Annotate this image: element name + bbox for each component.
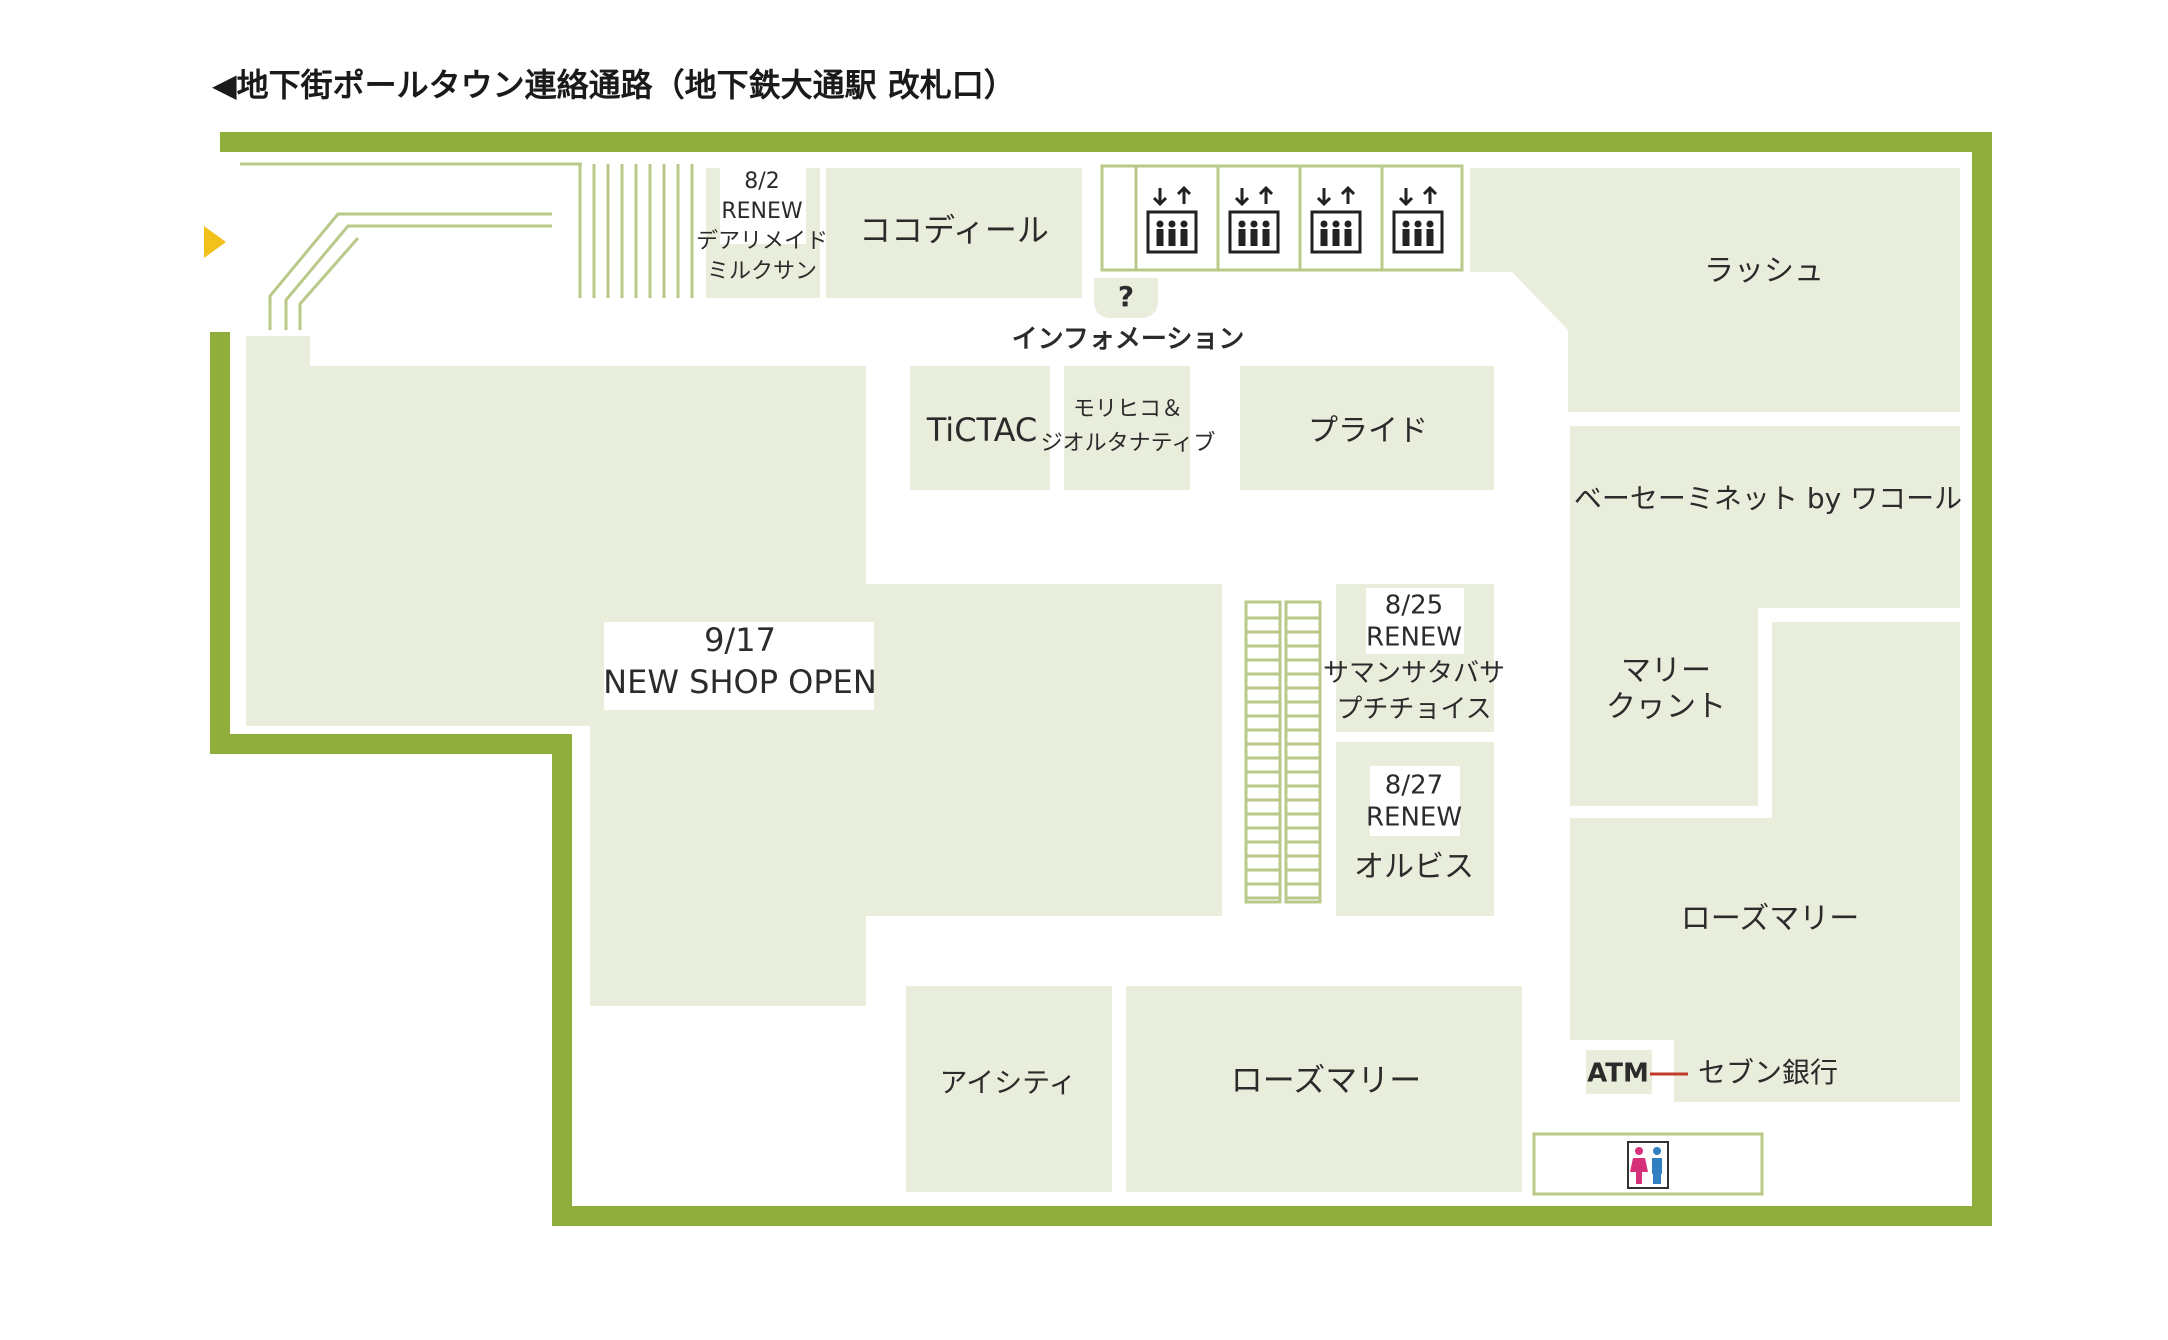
outer-wall <box>210 132 1992 1226</box>
shop-area-cocodeal[interactable] <box>826 168 1082 298</box>
tag-dearimade <box>720 168 806 244</box>
atm-area[interactable]: ATM セブン銀行 <box>1570 1040 1838 1102</box>
escalator <box>1244 600 1322 904</box>
elevator-bank <box>1100 164 1464 272</box>
wacoal-name: ベーセーミネット by ワコール <box>1574 482 1962 515</box>
morihiko-name-2: ジオルタナティブ <box>1041 431 1216 456</box>
mary-quant-name-1: マリー <box>1621 654 1711 689</box>
restroom-icon <box>1627 1141 1669 1189</box>
map-title: ◀地下街ポールタウン連絡通路（地下鉄大通駅 改札口） <box>212 66 1016 104</box>
newshop-date: 9/17 <box>704 621 776 659</box>
shop-area-rosemary-bottom[interactable] <box>1126 986 1522 1192</box>
stairs-entrance <box>240 162 694 330</box>
shop-labels: 8/2 RENEW デアリメイド ミルクサン ココディール ラッシュ TiCTA… <box>603 169 1962 1099</box>
shop-area-wacoal[interactable] <box>1570 426 1960 608</box>
information-point[interactable]: ? インフォメーション <box>1012 278 1245 355</box>
dearimade-date: 8/2 <box>744 169 779 194</box>
elevator-people-icon <box>1392 185 1444 254</box>
cocodeal-name: ココディール <box>859 211 1049 249</box>
samantha-date: 8/25 <box>1385 591 1443 621</box>
morihiko-name-1: モリヒコ＆ <box>1073 397 1183 422</box>
tag-samantha <box>1366 588 1464 654</box>
shop-area-tictac[interactable] <box>910 366 1050 490</box>
samantha-status: RENEW <box>1366 623 1462 653</box>
shop-area-rosemary-right[interactable] <box>1570 622 1960 1102</box>
dearimade-status: RENEW <box>721 199 803 224</box>
pride-name: プライド <box>1308 414 1428 449</box>
dearimade-name-1: デアリメイド <box>696 229 828 254</box>
entrance-arrow-icon <box>204 226 226 258</box>
orbis-name: オルビス <box>1354 850 1474 885</box>
elevator-people-icon <box>1146 185 1198 254</box>
newshop-status: NEW SHOP OPEN <box>603 663 877 701</box>
rosemary-bottom-name: ローズマリー <box>1231 1061 1421 1099</box>
elevator-people-icon <box>1310 185 1362 254</box>
atm-bank-name: セブン銀行 <box>1698 1056 1838 1089</box>
lush-name: ラッシュ <box>1704 254 1824 289</box>
information-icon: ? <box>1118 280 1134 313</box>
shop-area-lush[interactable] <box>1470 168 1960 412</box>
information-label: インフォメーション <box>1012 325 1245 355</box>
shop-area-morihiko[interactable] <box>1064 366 1190 490</box>
orbis-date: 8/27 <box>1385 771 1443 801</box>
samantha-name-2: プチチョイス <box>1336 695 1491 725</box>
dearimade-name-2: ミルクサン <box>707 259 817 284</box>
shop-area-pride[interactable] <box>1240 366 1494 490</box>
rosemary-right-name: ローズマリー <box>1681 902 1860 937</box>
shop-area-mary-quant[interactable] <box>1570 578 1758 806</box>
elevator-people-icon <box>1228 185 1280 254</box>
tictac-name: TiCTAC <box>926 411 1038 449</box>
samantha-name-1: サマンサタバサ <box>1323 659 1505 689</box>
shop-area-icity[interactable] <box>906 986 1112 1192</box>
orbis-status: RENEW <box>1366 803 1462 833</box>
restroom[interactable] <box>1532 1132 1764 1196</box>
icity-name: アイシティ <box>940 1066 1077 1099</box>
atm-icon: ATM <box>1587 1059 1649 1089</box>
tag-newshop <box>604 622 874 710</box>
tag-orbis <box>1370 766 1460 836</box>
mary-quant-name-2: クヮント <box>1606 690 1726 725</box>
